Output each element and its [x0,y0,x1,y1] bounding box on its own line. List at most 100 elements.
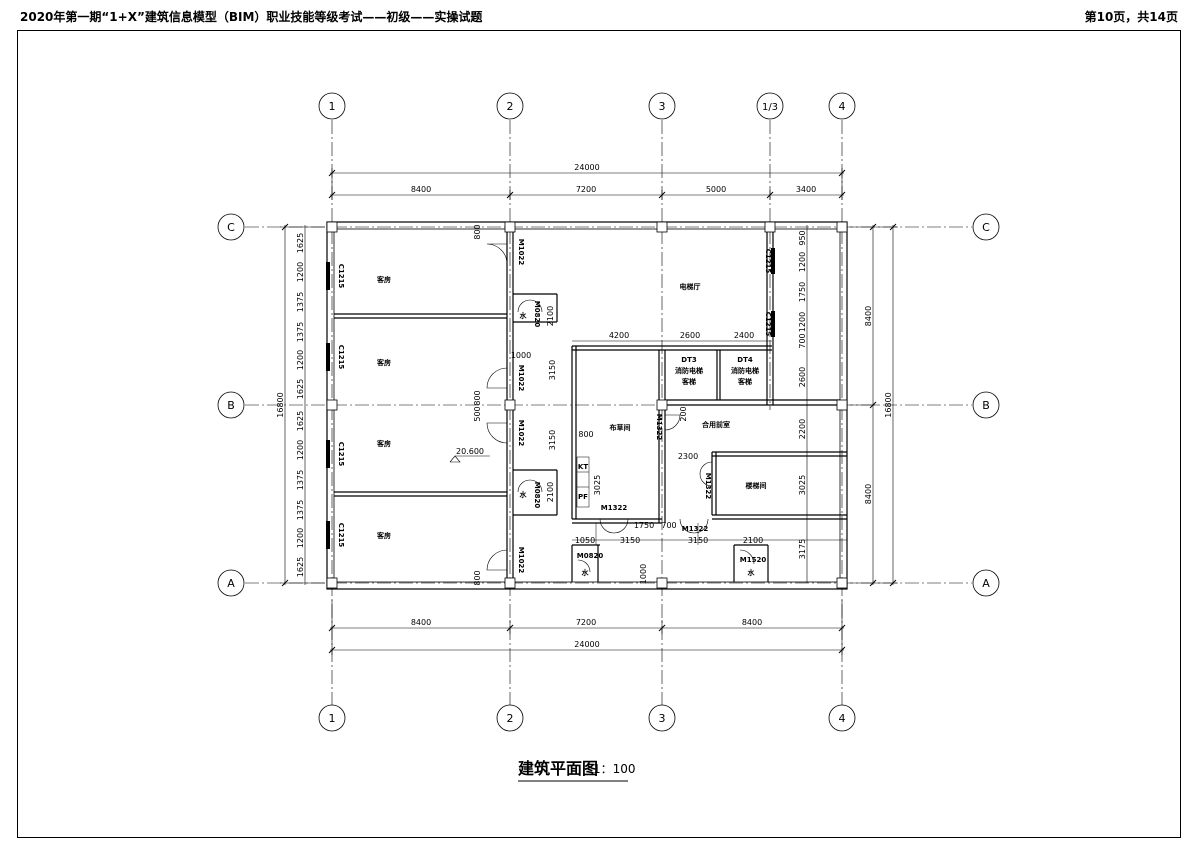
axis-grid-lines [245,120,972,705]
window-label-4: C1215 [337,523,345,548]
window-label-5: C1215 [764,249,772,274]
dim-top-2: 7200 [576,185,596,194]
axis-label-top-4: 4 [839,100,846,113]
dim-inner-700: 700 [661,521,676,530]
axis-bubble-top-4 [828,92,856,120]
room-water-1: 水 [520,311,528,320]
room-shared-lobby: 合用前室 [701,420,730,429]
door-label-m0820-2: M0820 [533,482,541,509]
dim-left-9: 1375 [296,470,305,490]
dim-inner-3150-b: 3150 [548,430,557,450]
axis-label-left-c: C [227,221,235,234]
equipment-pf: PF [578,493,588,501]
room-guest-4: 客房 [376,531,391,540]
axis-bubble-top-1 [318,92,346,120]
axis-bubble-bottom-3 [648,704,676,732]
dim-inner-1050: 1050 [575,536,595,545]
dim-left-2: 1200 [296,262,305,282]
dim-inner-3150-c: 3150 [620,536,640,545]
dim-right-inner-2: 1200 [798,252,807,272]
dim-inner-2100-b: 2100 [546,482,555,502]
dim-left-4: 1375 [296,322,305,342]
axis-bubble-left-c [217,213,245,241]
elevation-marker: 20.600 [449,447,490,463]
dim-inner-2100-a: 2100 [546,306,555,326]
stair-equipment [576,456,590,508]
dim-right-half-2: 8400 [864,484,873,504]
dim-top-total: 24000 [574,163,599,172]
door-swings [486,243,755,573]
dim-inner-800-d: 800 [578,430,593,439]
dim-inner-2600: 2600 [680,331,700,340]
dim-inner-4200: 4200 [609,331,629,340]
dim-right-total: 16800 [884,392,893,417]
axis-label-left-a: A [227,577,235,590]
axis-bubbles [217,92,1000,732]
room-water-4: 水 [748,568,756,577]
dim-bottom-2: 7200 [576,618,596,627]
dim-top-1: 8400 [411,185,431,194]
door-label-m1022-1: M1022 [517,239,525,266]
drawing-title: 建筑平面图 [518,759,598,778]
dim-right-inner-3: 1750 [798,282,807,302]
walls [326,221,848,590]
dim-right-inner-6: 2600 [798,367,807,387]
axis-label-bottom-3: 3 [659,712,666,725]
window-label-2: C1215 [337,345,345,370]
dim-top-4: 3400 [796,185,816,194]
dim-bottom-total: 24000 [574,640,599,649]
room-water-3: 水 [582,568,590,577]
dim-bottom-1: 8400 [411,618,431,627]
room-dt4-desc-1: 消防电梯 [731,366,759,375]
axis-label-bottom-4: 4 [839,712,846,725]
room-dt3-desc-1: 消防电梯 [675,366,703,375]
dim-right-inner-7: 2200 [798,419,807,439]
header-page-number: 第10页，共14页 [1084,10,1178,24]
dim-inner-2400: 2400 [734,331,754,340]
dim-inner-2100-c: 2100 [743,536,763,545]
room-dt3: DT3 [681,356,697,364]
door-label-m1322-3: M1322 [601,504,628,512]
dim-left-12: 1625 [296,557,305,577]
room-dt4-desc-2: 客梯 [737,377,752,386]
axis-bubble-bottom-2 [496,704,524,732]
axis-label-bottom-2: 2 [507,712,514,725]
header-title: 2020年第一期“1+X”建筑信息模型（BIM）职业技能等级考试——初级——实操… [20,10,483,24]
dim-left-5: 1200 [296,350,305,370]
window-label-1: C1215 [337,264,345,289]
door-label-m1322-4: M1322 [682,525,709,533]
dim-inner-2300: 2300 [678,452,698,461]
axis-label-bottom-1: 1 [329,712,336,725]
window-label-3: C1215 [337,442,345,467]
room-dt3-desc-2: 客梯 [681,377,696,386]
room-guest-1: 客房 [376,275,391,284]
dim-left-8: 1200 [296,440,305,460]
dim-bottom-3: 8400 [742,618,762,627]
dim-left-7: 1625 [296,411,305,431]
dim-right-inner-5: 700 [798,333,807,348]
door-label-m1022-3: M1022 [517,420,525,447]
equipment-kt: KT [578,463,588,471]
dim-inner-800-a: 800 [473,224,482,239]
dim-inner-800-b: 800 [473,390,482,405]
axis-label-top-2: 2 [507,100,514,113]
axis-bubble-right-a [972,569,1000,597]
dim-inner-200: 200 [679,406,688,421]
axis-bubble-top-3 [648,92,676,120]
dim-left-total: 16800 [276,392,285,417]
dim-right-inner-1: 950 [798,230,807,245]
axis-bubble-left-b [217,391,245,419]
axis-label-right-a: A [982,577,990,590]
axis-label-right-b: B [982,399,990,412]
door-label-m1022-4: M1022 [517,547,525,574]
room-elevator-hall: 电梯厅 [680,282,701,291]
axis-bubble-left-a [217,569,245,597]
door-label-m1322-1: M1322 [655,414,663,441]
axis-label-top-3: 3 [659,100,666,113]
axis-bubble-right-c [972,213,1000,241]
dim-inner-3025: 3025 [593,475,602,495]
door-label-m1520: M1520 [740,556,767,564]
dim-left-10: 1375 [296,500,305,520]
door-label-m0820-3: M0820 [577,552,604,560]
